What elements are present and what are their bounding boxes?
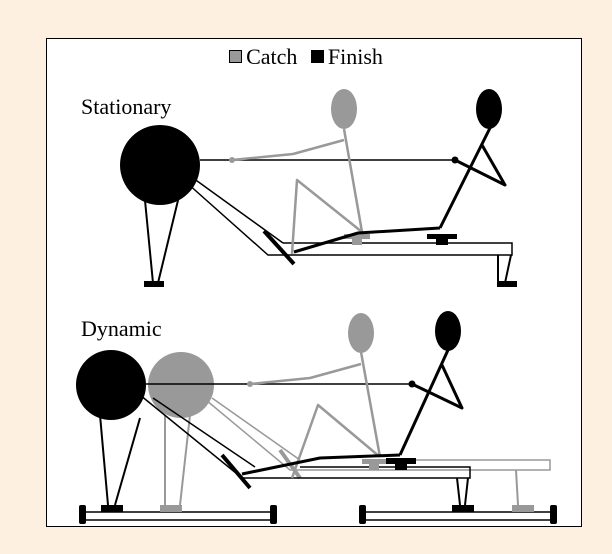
dynamic-finish-monorail [139,394,471,479]
stationary-rear-foot [497,281,517,287]
stationary-front-leg-left [143,189,154,284]
stationary-footplate [262,229,296,266]
dynamic-finish-rear-leg-a [456,477,461,506]
stationary-seat-finish-base [436,239,448,245]
dynamic-catch-monorail-top [211,397,301,461]
stationary-monorail-outline [177,174,513,256]
dynamic-catch-front-foot [160,505,182,512]
dynamic-finish-monorail-top [152,397,256,468]
dynamic-seat-finish-base [395,464,407,470]
dynamic-finish-head [435,311,461,351]
stationary-seat-catch [344,234,370,239]
dynamic-seat-finish [386,458,416,464]
stationary-front-leg-right [157,191,181,284]
dynamic-ergometer-finish [99,394,471,506]
stationary-seat-finish [427,234,457,239]
dynamic-catch-head [348,313,374,353]
dynamic-finish-leg [241,453,401,476]
dynamic-front-slide-stop-left [79,505,86,524]
legend-swatch-catch [229,50,243,63]
dynamic-catch-rear-foot [512,505,534,512]
dynamic-rear-slide-stop-left [359,505,366,524]
dynamic-flywheel-finish [76,350,146,420]
stationary-catch-handle [229,157,235,163]
stationary-finish-head [476,89,502,129]
legend-item-catch: Catch [229,46,297,68]
stationary-front-foot [144,281,164,287]
stationary-catch-torso [342,128,364,233]
dynamic-finish-handle [408,380,416,388]
stationary-label: Stationary [81,94,172,119]
dynamic-seat-catch [362,459,386,464]
stationary-seat-catch-base [352,239,362,245]
dynamic-finish-front-leg-a [99,414,109,506]
stationary-catch-arm [231,138,345,162]
legend-label-catch: Catch [246,44,298,69]
dynamic-finish-footplate [220,453,252,490]
dynamic-front-slide-stop-right [270,505,277,524]
stationary-finish-torso [438,127,492,229]
dynamic-seat-catch-base [369,464,379,470]
stationary-catch-head [331,89,357,129]
legend-swatch-finish [310,50,324,63]
stationary-finish-handle [451,156,459,164]
legend-label-finish: Finish [327,44,383,69]
legend: Catch Finish [0,46,612,68]
dynamic-finish-arm [411,364,464,410]
stationary-finish-arm [454,144,507,187]
dynamic-flywheel-catch [148,352,214,418]
stationary-rear-leg-b [504,254,512,284]
stationary-flywheel [120,125,200,205]
dynamic-finish-front-leg-b [114,417,141,506]
stationary-rower-catch [231,89,364,255]
stationary-rower-finish [293,89,507,254]
stationary-ergometer [120,89,517,287]
dynamic-catch-monorail [199,394,551,471]
dynamic-rear-slide-stop-right [550,505,557,524]
dynamic-catch-front-leg-b [179,414,191,506]
dynamic-catch-leg [290,403,381,479]
dynamic-rear-slide [362,511,554,521]
dynamic-rower-finish [241,311,464,476]
dynamic-finish-torso [398,349,450,456]
dynamic-ergometer [76,311,557,524]
dynamic-finish-front-foot [101,505,123,512]
dynamic-finish-rear-leg-b [464,477,469,506]
dynamic-label: Dynamic [81,316,162,341]
stationary-monorail-top [192,177,284,244]
dynamic-rower-catch [249,313,382,479]
dynamic-catch-arm [249,362,362,386]
dynamic-finish-rear-foot [452,505,474,512]
dynamic-ergometer-catch [164,394,551,506]
stationary-finish-leg [293,226,441,254]
dynamic-catch-rear-leg [515,469,519,506]
dynamic-catch-torso [359,351,382,458]
dynamic-catch-handle [247,381,253,387]
dynamic-front-slide [82,511,274,521]
legend-item-finish: Finish [310,44,383,69]
stationary-catch-leg [290,178,363,255]
